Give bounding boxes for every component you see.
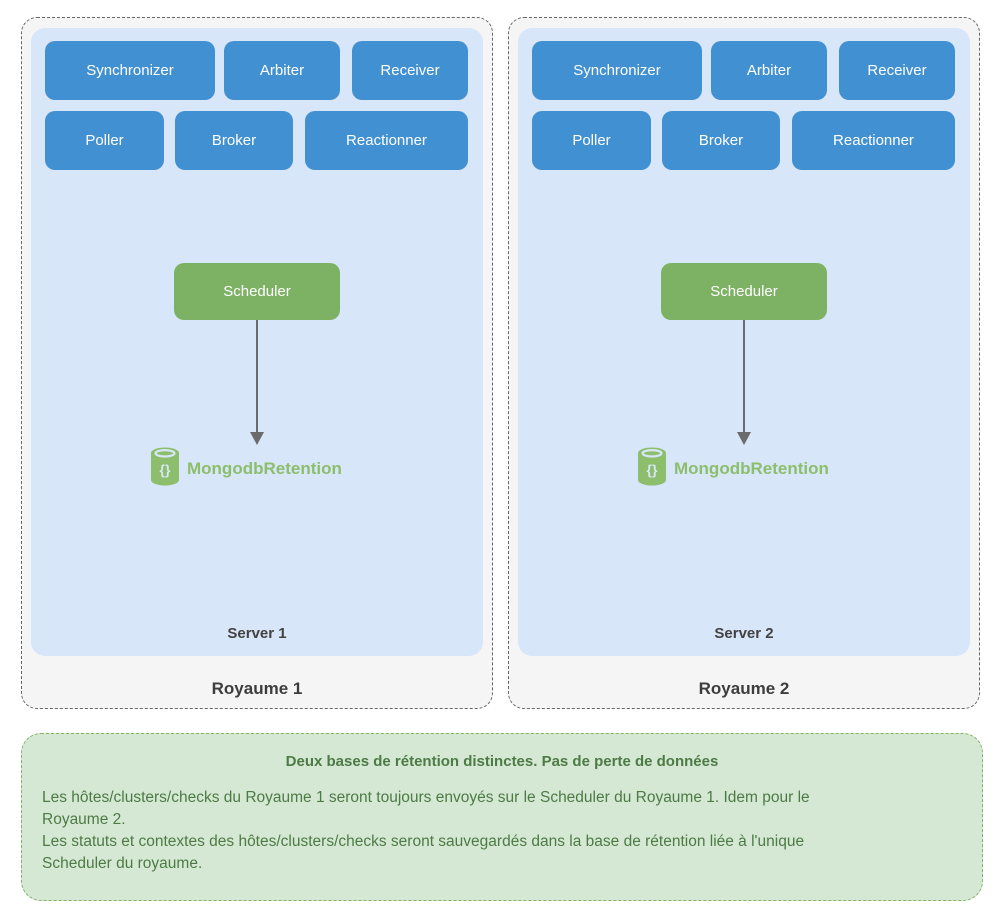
server-1-panel: Synchronizer Arbiter Receiver Poller Bro…	[31, 28, 483, 656]
mongodb-database-icon: {}	[150, 447, 180, 491]
server-label: Server 2	[714, 625, 774, 642]
royaume-2-panel: Synchronizer Arbiter Receiver Poller Bro…	[508, 17, 980, 709]
arrow-head-icon	[737, 432, 751, 445]
server-label: Server 1	[227, 625, 287, 642]
scheduler-to-db-arrow	[743, 320, 745, 433]
poller-box: Poller	[45, 111, 164, 170]
reactionner-box: Reactionner	[305, 111, 468, 170]
royaume-1-panel: Synchronizer Arbiter Receiver Poller Bro…	[21, 17, 493, 709]
poller-box: Poller	[532, 111, 651, 170]
receiver-box: Receiver	[839, 41, 955, 100]
mongodb-retention-label: MongodbRetention	[187, 459, 342, 478]
note-title: Deux bases de rétention distinctes. Pas …	[285, 753, 719, 770]
royaume-label: Royaume 2	[698, 679, 790, 698]
royaume-label: Royaume 1	[211, 679, 303, 698]
server-2-panel: Synchronizer Arbiter Receiver Poller Bro…	[518, 28, 970, 656]
scheduler-to-db-arrow	[256, 320, 258, 433]
receiver-box: Receiver	[352, 41, 468, 100]
note-line: Les statuts et contextes des hôtes/clust…	[42, 833, 805, 850]
retention-note-panel: Deux bases de rétention distinctes. Pas …	[21, 733, 983, 901]
arrow-head-icon	[250, 432, 264, 445]
broker-box: Broker	[175, 111, 293, 170]
synchronizer-box: Synchronizer	[532, 41, 702, 100]
reactionner-box: Reactionner	[792, 111, 955, 170]
arbiter-box: Arbiter	[224, 41, 340, 100]
mongodb-retention-group: {} MongodbRetention	[150, 447, 342, 491]
synchronizer-box: Synchronizer	[45, 41, 215, 100]
scheduler-box: Scheduler	[174, 263, 340, 320]
svg-text:{}: {}	[160, 462, 171, 478]
note-line: Royaume 2.	[42, 811, 126, 828]
mongodb-retention-group: {} MongodbRetention	[637, 447, 829, 491]
arbiter-box: Arbiter	[711, 41, 827, 100]
note-line: Scheduler du royaume.	[42, 855, 203, 872]
mongodb-database-icon: {}	[637, 447, 667, 491]
broker-box: Broker	[662, 111, 780, 170]
note-line: Les hôtes/clusters/checks du Royaume 1 s…	[42, 789, 810, 806]
scheduler-box: Scheduler	[661, 263, 827, 320]
svg-text:{}: {}	[647, 462, 658, 478]
mongodb-retention-label: MongodbRetention	[674, 459, 829, 478]
note-body: Les hôtes/clusters/checks du Royaume 1 s…	[42, 787, 982, 875]
